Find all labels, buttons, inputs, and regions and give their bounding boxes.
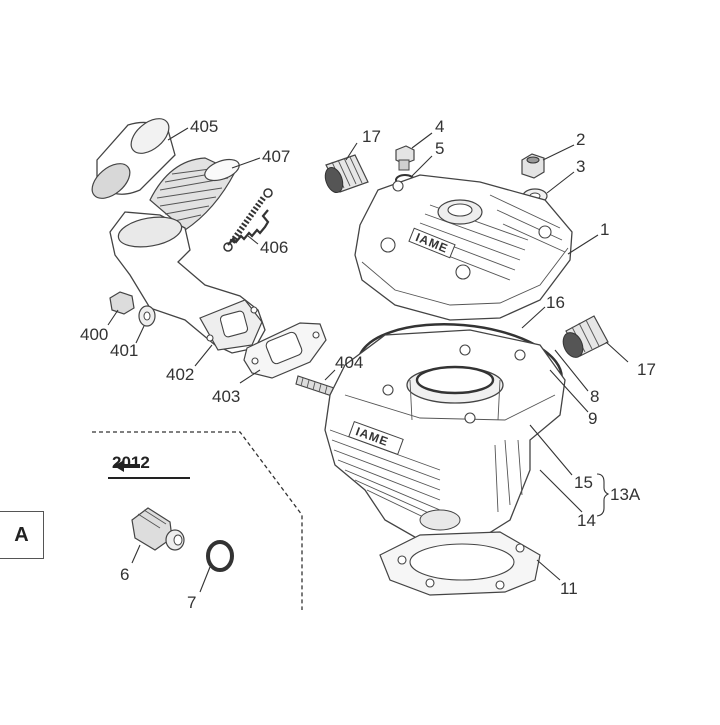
label-2: 2	[576, 130, 585, 149]
part-14-cylinder-barrel: IAME	[324, 329, 566, 546]
part-6-fitting	[131, 507, 185, 551]
label-17-side: 17	[637, 360, 656, 379]
part-4-bolt	[395, 145, 415, 171]
part-labels: 405 407 406 400 401 402 403 404 17 4 5 2…	[80, 117, 656, 612]
section-a-tab[interactable]: A	[0, 511, 44, 559]
label-7: 7	[187, 593, 196, 612]
part-1-cylinder-head: IAME	[354, 174, 573, 321]
part-405-filter-sleeve	[91, 118, 176, 199]
label-403: 403	[212, 387, 240, 406]
label-402: 402	[166, 365, 194, 384]
label-404: 404	[335, 353, 363, 372]
label-11: 11	[560, 579, 578, 598]
part-400-nut	[109, 291, 135, 315]
label-407: 407	[262, 147, 290, 166]
part-17-side-sleeve	[562, 315, 609, 358]
left-arrow-icon	[114, 460, 140, 472]
part-403-manifold-gasket	[243, 322, 327, 379]
part-401-washer	[138, 305, 156, 327]
label-1: 1	[600, 220, 609, 239]
label-401: 401	[110, 341, 138, 360]
variant-region-divider	[92, 431, 303, 610]
label-4: 4	[435, 117, 444, 136]
leader-lines	[107, 127, 629, 593]
part-407-intake-hose	[149, 157, 240, 231]
part-11-base-gasket	[379, 531, 541, 596]
label-15: 15	[574, 473, 593, 492]
variant-year-underline	[108, 477, 190, 479]
part-406-spring	[223, 188, 273, 252]
section-a-label: A	[14, 523, 29, 546]
label-9: 9	[588, 409, 597, 428]
label-5: 5	[435, 139, 444, 158]
label-6: 6	[120, 565, 129, 584]
label-405: 405	[190, 117, 218, 136]
part-402-intake-manifold	[109, 211, 266, 354]
label-406: 406	[260, 238, 288, 257]
part-7-seal-ring	[206, 540, 234, 572]
label-16: 16	[546, 293, 565, 312]
label-8: 8	[590, 387, 599, 406]
label-17-top: 17	[362, 127, 381, 146]
label-14: 14	[577, 511, 596, 530]
part-17-top-sleeve	[324, 154, 369, 194]
label-3: 3	[576, 157, 585, 176]
part-2-nut	[521, 153, 545, 179]
label-400: 400	[80, 325, 108, 344]
variant-year-note: 2012	[112, 453, 150, 472]
label-13a: 13A	[610, 485, 641, 504]
